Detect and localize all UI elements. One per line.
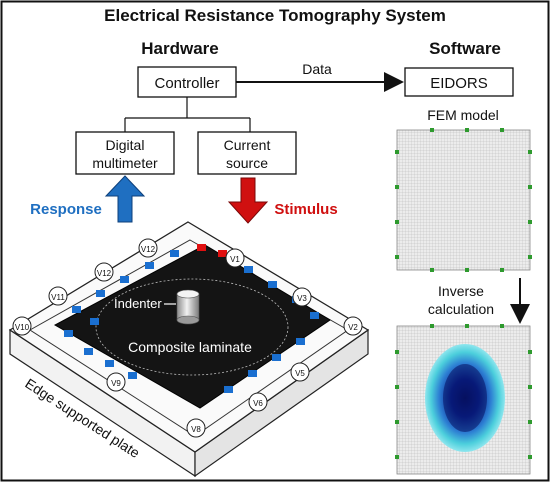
electrode xyxy=(64,330,73,337)
cs-box xyxy=(197,131,297,175)
voltmeter: V10 xyxy=(12,316,32,336)
electrode-active xyxy=(197,244,206,251)
svg-text:V8: V8 xyxy=(191,425,201,434)
stimulus-label: Stimulus xyxy=(274,201,337,218)
dmm-label-line2: multimeter xyxy=(92,155,158,171)
electrode xyxy=(244,266,253,273)
composite-laminate xyxy=(53,244,331,409)
cs-label-line2: source xyxy=(226,155,268,171)
stimulus-arrow xyxy=(227,177,269,224)
voltmeter: V8 xyxy=(186,418,206,438)
laminate-label: Composite laminate xyxy=(128,339,252,355)
voltmeters: V1 V2 V3 V5 V6 V8 V9 V10 V11 V12 V12 xyxy=(12,238,363,438)
electrode xyxy=(96,290,105,297)
svg-text:V2: V2 xyxy=(348,323,358,332)
mesh-electrode-markers xyxy=(395,128,532,459)
eidors-label: EIDORS xyxy=(430,75,488,92)
voltmeter: V1 xyxy=(225,248,245,268)
electrode xyxy=(310,312,319,319)
electrode xyxy=(248,370,257,377)
voltmeter: V11 xyxy=(48,286,68,306)
plate-assembly: V1 V2 V3 V5 V6 V8 V9 V10 V11 V12 V12 Ind… xyxy=(8,221,370,478)
response-arrow xyxy=(104,175,146,223)
dmm-label-line1: Digital xyxy=(106,137,145,153)
svg-text:V11: V11 xyxy=(51,293,65,302)
electrode xyxy=(145,262,154,269)
software-heading: Software xyxy=(429,39,501,58)
inverse-label-line1: Inverse xyxy=(438,283,484,299)
electrode xyxy=(90,318,99,325)
inverse-label-line2: calculation xyxy=(428,301,494,317)
electrode xyxy=(120,276,129,283)
voltmeter: V5 xyxy=(290,362,310,382)
fem-label: FEM model xyxy=(427,107,499,123)
electrode-active xyxy=(218,250,227,257)
indenter xyxy=(176,289,200,325)
response-label: Response xyxy=(30,201,102,218)
dmm-box xyxy=(75,131,175,175)
laminate-guide-ellipse xyxy=(95,278,289,376)
svg-text:V9: V9 xyxy=(111,379,121,388)
voltmeter: V12 xyxy=(94,262,114,282)
electrode xyxy=(272,354,281,361)
electrode xyxy=(268,281,277,288)
cs-label-line1: Current xyxy=(224,137,271,153)
electrode xyxy=(72,306,81,313)
electrode xyxy=(170,250,179,257)
electrode xyxy=(296,338,305,345)
svg-text:V12: V12 xyxy=(141,245,156,254)
electrode xyxy=(84,348,93,355)
hardware-heading: Hardware xyxy=(141,39,218,58)
fem-mesh xyxy=(396,129,531,271)
data-label: Data xyxy=(302,61,332,77)
svg-text:V12: V12 xyxy=(97,269,112,278)
voltmeter: V9 xyxy=(106,372,126,392)
svg-text:V6: V6 xyxy=(253,399,263,408)
svg-text:V3: V3 xyxy=(297,294,307,303)
eidors-box xyxy=(404,67,514,97)
svg-text:V10: V10 xyxy=(15,323,30,332)
controller-label: Controller xyxy=(154,75,219,92)
voltmeter: V3 xyxy=(292,287,312,307)
voltmeter: V6 xyxy=(248,392,268,412)
svg-text:V1: V1 xyxy=(230,255,240,264)
electrode xyxy=(105,360,114,367)
damage-core xyxy=(443,364,487,432)
electrode xyxy=(128,372,137,379)
svg-text:V5: V5 xyxy=(295,369,305,378)
voltmeter: V2 xyxy=(343,316,363,336)
electrode xyxy=(224,386,233,393)
indenter-label: Indenter xyxy=(114,296,162,311)
diagram-title: Electrical Resistance Tomography System xyxy=(104,6,446,25)
voltmeter: V12 xyxy=(138,238,158,258)
